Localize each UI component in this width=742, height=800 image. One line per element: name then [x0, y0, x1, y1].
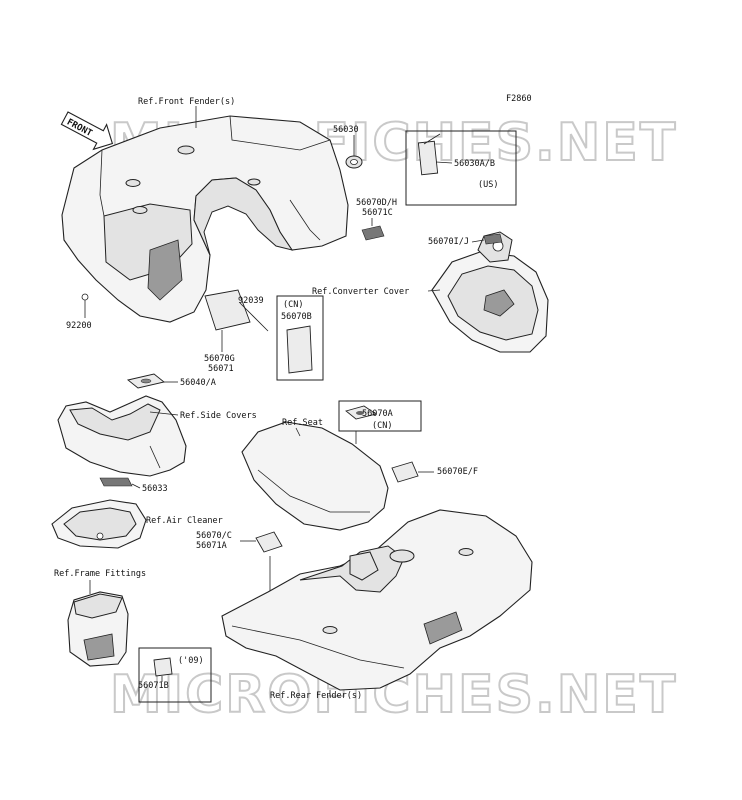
- label-56040a: 56040/A: [180, 378, 216, 388]
- tag-56030ab: [417, 140, 439, 176]
- label-us: (US): [478, 180, 498, 190]
- label-56070ij: 56070I/J: [428, 237, 469, 247]
- label-frame-fittings: Ref.Frame Fittings: [54, 569, 146, 579]
- label-cn-1: (CN): [283, 300, 303, 310]
- label-92200: 92200: [66, 321, 92, 331]
- side-covers-part: [57, 395, 187, 477]
- label-56070b: 56070B: [281, 312, 312, 322]
- front-fender-part: [61, 115, 349, 323]
- label-56071a: 56071A: [196, 541, 227, 551]
- label-56030: 56030: [333, 125, 359, 135]
- label-56071b: 56071B: [138, 681, 169, 691]
- label-56071: 56071: [208, 364, 234, 374]
- label-56070g: 56070G: [204, 354, 235, 364]
- converter-cover-part: [431, 231, 549, 353]
- label-56030ab: 56030A/B: [454, 159, 495, 169]
- rear-fender-part: [221, 509, 533, 691]
- label-rear-fender: Ref.Rear Fender(s): [270, 691, 362, 701]
- air-cleaner-part: [51, 499, 147, 549]
- label-seat: Ref.Seat: [282, 418, 323, 428]
- decal-56033: [99, 477, 133, 487]
- label-y09: ('09): [178, 656, 204, 666]
- decal-56070g: [204, 289, 251, 331]
- label-56070ef: 56070E/F: [437, 467, 478, 477]
- box-56030ab: [405, 130, 517, 206]
- label-56071c: 56071C: [362, 208, 393, 218]
- decal-56070dh: [361, 225, 385, 241]
- label-56033: 56033: [142, 484, 168, 494]
- decal-56070ef: [391, 461, 419, 483]
- diagram-code: F2860: [506, 94, 532, 104]
- label-air-cleaner: Ref.Air Cleaner: [146, 516, 223, 526]
- label-56070dh: 56070D/H: [356, 198, 397, 208]
- label-cn-2: (CN): [372, 421, 392, 431]
- label-converter-cover: Ref.Converter Cover: [312, 287, 409, 297]
- decal-56070c: [255, 531, 283, 553]
- box-56071b: [138, 647, 212, 703]
- label-92039: 92039: [238, 296, 264, 306]
- seat-part: [241, 421, 389, 531]
- label-56070a: 56070A: [362, 409, 393, 419]
- label-56070c: 56070/C: [196, 531, 232, 541]
- box-56070a: [338, 400, 422, 432]
- frame-fittings-part: [67, 591, 129, 667]
- decal-56071b: [153, 657, 173, 677]
- label-side-covers: Ref.Side Covers: [180, 411, 257, 421]
- decal-56070b: [286, 325, 313, 374]
- box-56070b: [276, 295, 324, 381]
- decal-56070ij: [483, 233, 503, 245]
- fastener-92200: [81, 293, 89, 301]
- label-front-fender: Ref.Front Fender(s): [138, 97, 235, 107]
